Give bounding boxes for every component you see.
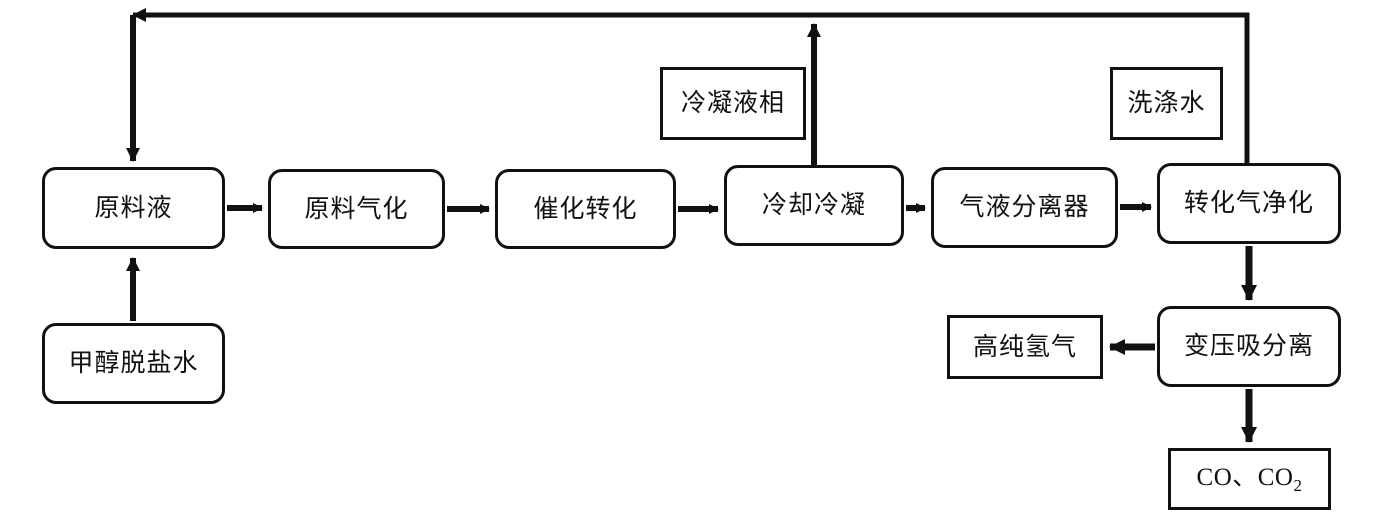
node-cooling-condensation-label: 冷却冷凝 [761, 192, 866, 219]
node-catalytic-conversion[interactable]: 催化转化 [495, 169, 676, 249]
node-raw-gasification-label: 原料气化 [304, 195, 409, 223]
node-gas-liquid-separator-label: 气液分离器 [959, 194, 1090, 221]
node-co-co2-label: CO、CO2 [1197, 465, 1303, 494]
node-converted-gas-purification[interactable]: 转化气净化 [1157, 163, 1341, 244]
node-wash-water-label: 洗涤水 [1127, 90, 1206, 117]
node-co-co2-text: CO、CO [1196, 463, 1294, 491]
node-psa-separation[interactable]: 变压吸分离 [1157, 306, 1341, 387]
node-raw-liquid[interactable]: 原料液 [42, 167, 225, 249]
node-condensate-liquid-phase-label: 冷凝液相 [680, 90, 785, 117]
node-converted-gas-purification-label: 转化气净化 [1183, 190, 1314, 217]
node-co-co2-subscript: 2 [1293, 475, 1303, 495]
node-high-purity-hydrogen[interactable]: 高纯氢气 [947, 315, 1103, 379]
node-methanol-demineralized-water-label: 甲醇脱盐水 [68, 350, 199, 377]
node-psa-separation-label: 变压吸分离 [1183, 333, 1314, 360]
node-wash-water[interactable]: 洗涤水 [1110, 67, 1223, 140]
node-raw-liquid-label: 原料液 [94, 194, 173, 222]
node-high-purity-hydrogen-label: 高纯氢气 [972, 333, 1077, 361]
node-condensate-liquid-phase[interactable]: 冷凝液相 [660, 67, 806, 140]
node-raw-gasification[interactable]: 原料气化 [268, 169, 445, 249]
node-cooling-condensation[interactable]: 冷却冷凝 [724, 165, 904, 246]
node-gas-liquid-separator[interactable]: 气液分离器 [931, 167, 1118, 248]
node-catalytic-conversion-label: 催化转化 [533, 195, 638, 223]
node-methanol-demineralized-water[interactable]: 甲醇脱盐水 [42, 323, 225, 404]
node-co-co2[interactable]: CO、CO2 [1168, 448, 1331, 510]
